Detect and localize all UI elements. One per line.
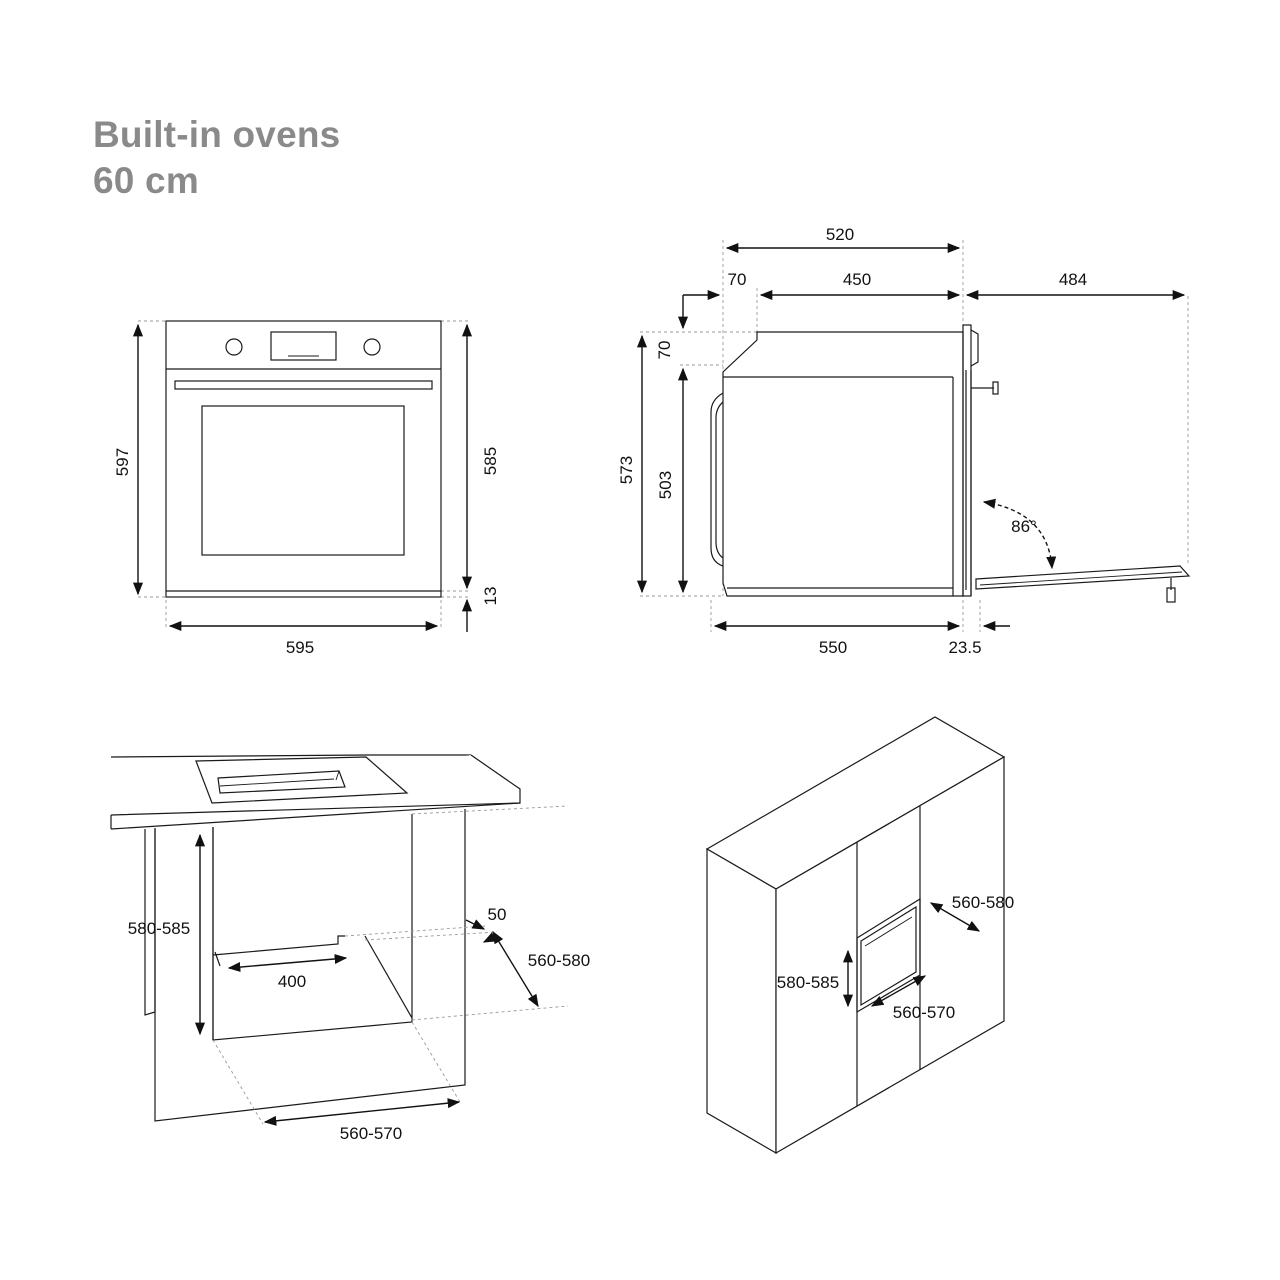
oven-side-body <box>722 331 964 597</box>
side-depth-top: 520 <box>826 225 854 244</box>
under-depth: 560-580 <box>528 951 590 970</box>
knob-icon <box>363 338 381 356</box>
side-depth-body: 550 <box>819 638 847 657</box>
oven-front-outline <box>165 320 442 598</box>
side-door-thickness: 23.5 <box>948 638 981 657</box>
open-door <box>975 565 1191 590</box>
hob-outline <box>195 756 409 804</box>
column-depth: 560-580 <box>952 893 1014 912</box>
oven-window <box>201 405 405 556</box>
side-door-angle: 86° <box>1011 517 1037 536</box>
under-width: 560-570 <box>340 1124 402 1143</box>
under-counter-install: 580-585 400 50 560-580 560-570 <box>110 754 590 1143</box>
column-height: 580-585 <box>777 973 839 992</box>
front-view: 597 585 13 595 <box>113 320 500 657</box>
title-line-1: Built-in ovens <box>93 114 341 155</box>
column-install: 560-580 580-585 560-570 <box>705 716 1014 1155</box>
under-height: 580-585 <box>128 919 190 938</box>
page-title: Built-in ovens 60 cm <box>93 112 340 204</box>
side-offset-top: 70 <box>728 270 747 289</box>
under-rear-opening: 400 <box>278 972 306 991</box>
side-offset-vertical: 70 <box>655 341 674 360</box>
front-height-body: 585 <box>481 447 500 475</box>
side-depth-inner: 450 <box>843 270 871 289</box>
column-width: 560-570 <box>893 1003 955 1022</box>
display-icon <box>270 331 337 361</box>
side-height-body: 503 <box>656 471 675 499</box>
column-opening <box>856 897 921 1014</box>
title-line-2: 60 cm <box>93 160 199 201</box>
under-rear-gap: 50 <box>488 905 507 924</box>
front-width: 595 <box>286 638 314 657</box>
front-bottom-gap: 13 <box>481 587 500 606</box>
knob-icon <box>225 338 243 356</box>
front-height-total: 597 <box>113 448 132 476</box>
side-height-total: 573 <box>617 456 636 484</box>
side-view: 520 70 450 484 70 573 503 86° 550 23.5 <box>617 225 1191 657</box>
door-handle <box>174 380 433 390</box>
side-door-open: 484 <box>1059 270 1087 289</box>
